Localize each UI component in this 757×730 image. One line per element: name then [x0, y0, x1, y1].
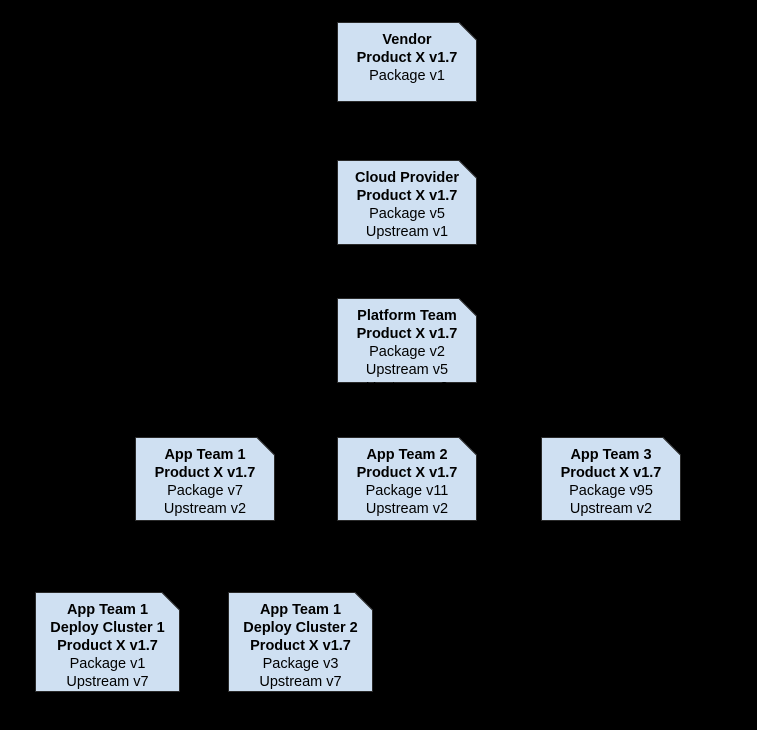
note-line: Package v5 [369, 206, 445, 222]
note-line: Product X v1.7 [57, 638, 158, 654]
app-team-1-deploy-cluster-1-node[interactable]: App Team 1 Deploy Cluster 1 Product X v1.7… [35, 592, 180, 692]
note-line: Deploy Cluster 2 [243, 620, 358, 636]
note-line: Product X v1.7 [250, 638, 351, 654]
note-line: Platform Team [357, 308, 457, 324]
note-line: Product X v1.7 [154, 465, 256, 481]
note-line: Upstream v2 [163, 501, 247, 517]
note-line: Package v1 [69, 656, 146, 672]
note-text-block: App Team 1 Deploy Cluster 1 Product X v1.7… [35, 592, 180, 691]
note-line: Upstream v2 [569, 501, 653, 517]
note-line: Vendor [382, 32, 432, 48]
note-line: App Team 1 [164, 447, 246, 463]
note-line: Upstream v2 [365, 501, 449, 517]
note-line: Package v95 [569, 483, 653, 499]
app-team-1-deploy-cluster-2-node[interactable]: App Team 1 Deploy Cluster 2 Product X v1.7… [228, 592, 373, 692]
note-line: Product X v1.7 [356, 50, 458, 66]
note-line: Product X v1.7 [356, 465, 458, 481]
note-line: Product X v1.7 [356, 188, 458, 204]
note-line: Package v7 [167, 483, 243, 499]
note-line: App Team 1 [259, 602, 342, 618]
note-line: Upstream v2 [337, 379, 477, 383]
note-line: Package v11 [365, 483, 449, 499]
note-line: Package v2 [369, 344, 445, 360]
note-line: App Team 2 [366, 447, 448, 463]
note-line: Upstream v1 [365, 224, 449, 240]
note-line: App Team 3 [570, 447, 652, 463]
note-line: Product X v1.7 [560, 465, 662, 481]
note-text-block: App Team 1 Deploy Cluster 2 Product X v1.7… [228, 592, 373, 691]
note-line: Deploy Cluster 1 [50, 620, 165, 636]
note-line: Package v3 [262, 656, 339, 672]
note-line: App Team 1 [66, 602, 149, 618]
note-line: Upstream v7 [66, 674, 149, 690]
note-line: Product X v1.7 [356, 326, 458, 342]
note-line: Cloud Provider [355, 170, 459, 186]
note-line: Upstream v5 [365, 362, 449, 378]
note-line: Package v1 [369, 68, 445, 84]
note-line: Upstream v7 [259, 674, 342, 690]
